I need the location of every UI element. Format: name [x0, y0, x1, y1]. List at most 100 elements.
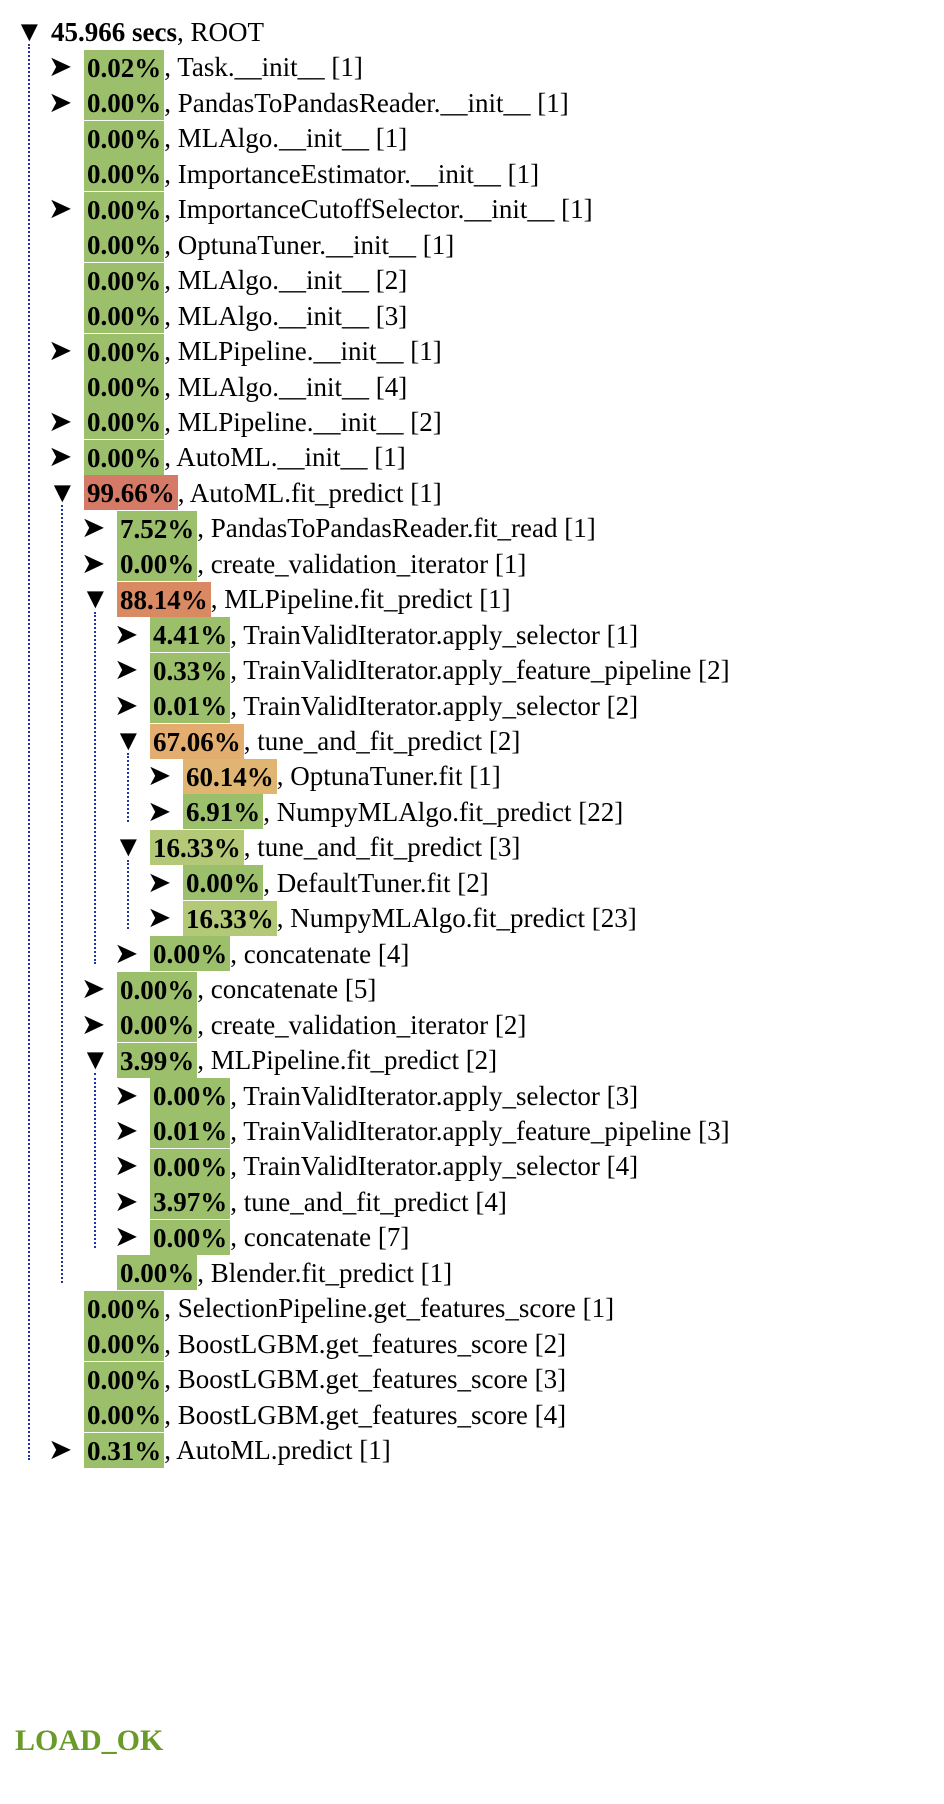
- tree-node-row[interactable]: ▼3.99%, MLPipeline.fit_predict [2]: [81, 1040, 497, 1080]
- time-percent-badge: 0.33%: [150, 652, 231, 688]
- function-label: , AutoML.predict [1]: [164, 1435, 391, 1465]
- tree-node-row[interactable]: ➤0.00%, DefaultTuner.fit [2]: [147, 863, 489, 903]
- expand-arrow-icon[interactable]: ➤: [48, 441, 73, 474]
- tree-node-row[interactable]: ➤0.00%, concatenate [5]: [81, 969, 376, 1009]
- function-label: , tune_and_fit_predict [3]: [243, 832, 521, 863]
- time-percent-badge: 0.00%: [84, 227, 165, 263]
- collapse-triangle-icon[interactable]: ▼: [48, 476, 77, 509]
- expand-arrow-icon[interactable]: ➤: [147, 760, 172, 793]
- expand-arrow-icon[interactable]: ➤: [48, 405, 73, 438]
- tree-node-row[interactable]: ➤0.02%, Task.__init__ [1]: [48, 47, 363, 87]
- function-label: , BoostLGBM.get_features_score [4]: [164, 1399, 567, 1430]
- time-percent-badge: 0.00%: [84, 191, 165, 227]
- tree-node-row[interactable]: ▼99.66%, AutoML.fit_predict [1]: [48, 473, 442, 513]
- tree-node-row[interactable]: ➤ 0.33%, TrainValidIterator.apply_feature…: [114, 650, 730, 690]
- expand-arrow-icon[interactable]: ➤: [81, 512, 106, 545]
- expand-arrow-icon[interactable]: ➤: [48, 51, 73, 84]
- expand-arrow-icon[interactable]: ➤: [81, 1008, 106, 1041]
- expand-arrow-icon[interactable]: ➤: [81, 547, 106, 580]
- tree-node-row[interactable]: ➤0.01%, TrainValidIterator.apply_feature…: [114, 1111, 730, 1151]
- expand-arrow-icon[interactable]: ➤: [114, 689, 139, 722]
- expand-arrow-icon[interactable]: ➤: [114, 1079, 139, 1112]
- tree-node-row[interactable]: ➤3.97%, tune_and_fit_predict [4]: [114, 1182, 507, 1222]
- tree-node-row[interactable]: ➤16.33%, NumpyMLAlgo.fit_predict [23]: [147, 898, 637, 938]
- tree-node-row[interactable]: ➤ 6.91%, NumpyMLAlgo.fit_predict [22]: [147, 792, 623, 832]
- time-percent-badge: 0.00%: [84, 1290, 165, 1326]
- function-label: , tune_and_fit_predict [4]: [230, 1186, 507, 1217]
- expand-arrow-icon[interactable]: ➤: [114, 1114, 139, 1147]
- collapse-triangle-icon[interactable]: ▼: [114, 831, 143, 864]
- expand-arrow-icon[interactable]: ➤: [48, 193, 73, 226]
- function-label: , TrainValidIterator.apply_feature_pipel…: [230, 655, 730, 686]
- time-percent-badge: 0.00%: [150, 936, 231, 972]
- collapse-triangle-icon[interactable]: ▼: [15, 16, 44, 48]
- tree-node-row[interactable]: ➤0.00%, TrainValidIterator.apply_selecto…: [114, 1076, 638, 1116]
- time-percent-badge: 6.91%: [183, 794, 264, 830]
- tree-node-row[interactable]: ➤0.00%, ImportanceCutoffSelector.__init_…: [48, 189, 593, 229]
- tree-node-row[interactable]: ➤60.14%, OptunaTuner.fit [1]: [147, 756, 501, 796]
- tree-node-row[interactable]: ➤0.01%, TrainValidIterator.apply_selecto…: [114, 686, 638, 726]
- function-label: , OptunaTuner.fit [1]: [276, 761, 501, 792]
- tree-root-row[interactable]: ▼ 45.966 secs , ROOT: [15, 12, 264, 52]
- tree-node-row: 0.00%, BoostLGBM.get_features_score [2]: [48, 1324, 566, 1364]
- tree-node-row[interactable]: ➤4.41%, TrainValidIterator.apply_selecto…: [114, 615, 638, 655]
- tree-node-row: 0.00%, SelectionPipeline.get_features_sc…: [48, 1288, 614, 1328]
- expand-arrow-icon[interactable]: ➤: [114, 937, 139, 970]
- tree-node-row[interactable]: ▼88.14%, MLPipeline.fit_predict [1]: [81, 579, 511, 619]
- function-label: , NumpyMLAlgo.fit_predict [23]: [276, 903, 637, 934]
- tree-node-row: 0.00%, OptunaTuner.__init__ [1]: [48, 225, 454, 265]
- expand-arrow-icon[interactable]: ➤: [48, 335, 73, 368]
- time-percent-badge: 0.00%: [84, 85, 165, 121]
- tree-node-row[interactable]: ➤ 7.52%, PandasToPandasReader.fit_read [1…: [81, 508, 596, 548]
- function-label: , AutoML.__init__ [1]: [164, 442, 406, 473]
- function-label: , TrainValidIterator.apply_selector [4]: [230, 1151, 639, 1182]
- time-percent-badge: 0.00%: [117, 971, 198, 1007]
- expand-arrow-icon[interactable]: ➤: [48, 1434, 73, 1466]
- function-label: , TrainValidIterator.apply_selector [2]: [230, 690, 639, 721]
- time-percent-badge: 88.14%: [117, 581, 211, 617]
- function-label: , Task.__init__ [1]: [164, 52, 363, 83]
- tree-node-row[interactable]: ➤0.00%, MLPipeline.__init__ [2]: [48, 402, 442, 442]
- tree-node-row[interactable]: ➤0.00%, concatenate [4]: [114, 934, 409, 974]
- tree-node-row: 0.00%, Blender.fit_predict [1]: [81, 1253, 452, 1293]
- time-percent-badge: 3.99%: [117, 1042, 198, 1078]
- expand-arrow-icon[interactable]: ➤: [81, 973, 106, 1006]
- tree-node-row[interactable]: ➤0.00%, MLPipeline.__init__ [1]: [48, 331, 442, 371]
- tree-node-row[interactable]: ▼16.33%, tune_and_fit_predict [3]: [114, 827, 520, 867]
- expand-arrow-icon[interactable]: ➤: [114, 1185, 139, 1218]
- time-percent-badge: 0.01%: [150, 1113, 231, 1149]
- collapse-triangle-icon[interactable]: ▼: [81, 1044, 110, 1077]
- tree-node-row: 0.00%, MLAlgo.__init__ [3]: [48, 296, 407, 336]
- time-percent-badge: 7.52%: [117, 510, 198, 546]
- expand-arrow-icon[interactable]: ➤: [114, 618, 139, 651]
- collapse-triangle-icon[interactable]: ▼: [81, 583, 110, 616]
- tree-node-row: 0.00%, BoostLGBM.get_features_score [3]: [48, 1359, 566, 1399]
- tree-node-row[interactable]: ➤0.31%, AutoML.predict [1]: [48, 1430, 391, 1470]
- tree-node-row[interactable]: ➤0.00%, create_validation_iterator [1]: [81, 544, 526, 584]
- expand-arrow-icon[interactable]: ➤: [147, 866, 172, 899]
- tree-node-row: 0.00%, ImportanceEstimator.__init__ [1]: [48, 154, 539, 194]
- time-percent-badge: 0.00%: [84, 439, 165, 475]
- tree-node-row[interactable]: ➤0.00%, PandasToPandasReader.__init__ [1…: [48, 83, 569, 123]
- expand-arrow-icon[interactable]: ➤: [48, 86, 73, 119]
- tree-node-row: 0.00%, BoostLGBM.get_features_score [4]: [48, 1395, 566, 1435]
- tree-node-row[interactable]: ➤0.00%, create_validation_iterator [2]: [81, 1005, 526, 1045]
- expand-arrow-icon[interactable]: ➤: [114, 1221, 139, 1254]
- tree-node-row[interactable]: ➤0.00%, TrainValidIterator.apply_selecto…: [114, 1146, 638, 1186]
- tree-node-row[interactable]: ➤0.00%, concatenate [7]: [114, 1217, 409, 1257]
- function-label: , MLAlgo.__init__ [1]: [164, 123, 408, 154]
- expand-arrow-icon[interactable]: ➤: [114, 654, 139, 687]
- time-percent-badge: 0.00%: [84, 333, 165, 369]
- function-label: , create_validation_iterator [1]: [197, 548, 527, 579]
- function-label: , PandasToPandasReader.fit_read [1]: [197, 513, 596, 544]
- collapse-triangle-icon[interactable]: ▼: [114, 725, 143, 757]
- function-label: , MLAlgo.__init__ [4]: [164, 371, 408, 402]
- tree-node-row[interactable]: ➤ 0.00%, AutoML.__init__ [1]: [48, 437, 406, 477]
- expand-arrow-icon[interactable]: ➤: [114, 1150, 139, 1183]
- time-percent-badge: 0.00%: [84, 1361, 165, 1397]
- expand-arrow-icon[interactable]: ➤: [147, 795, 172, 828]
- time-percent-badge: 0.00%: [84, 369, 165, 404]
- function-label: , NumpyMLAlgo.fit_predict [22]: [263, 796, 624, 827]
- tree-node-row[interactable]: ▼67.06%, tune_and_fit_predict [2]: [114, 721, 520, 761]
- expand-arrow-icon[interactable]: ➤: [147, 902, 172, 935]
